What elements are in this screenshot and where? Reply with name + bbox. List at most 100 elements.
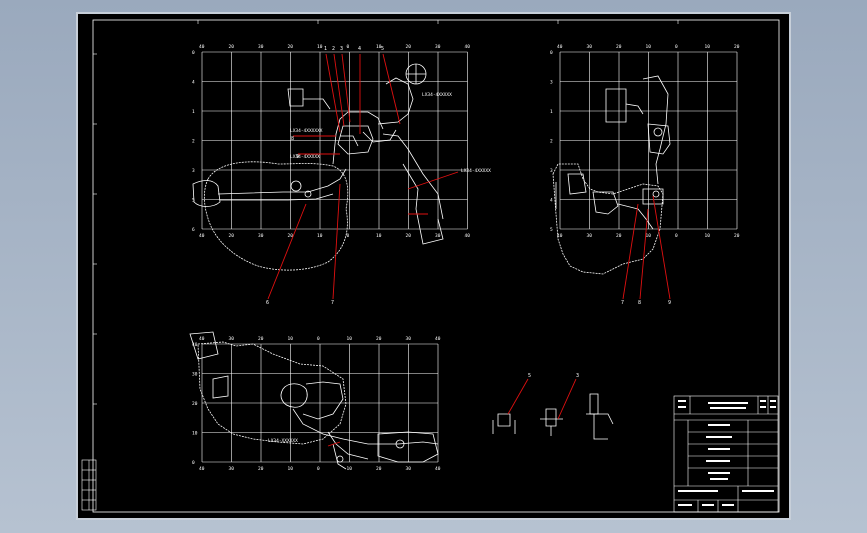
callout-side-8: 8 [638, 300, 641, 306]
revision-table [81, 459, 97, 511]
top-grid-x-label-bottom: 10 [376, 233, 382, 239]
detail-parts [492, 393, 614, 440]
side-grid-x-label: 0 [675, 44, 678, 50]
side-grid-y-label: 2 [550, 139, 553, 145]
callout-top-2: 2 [332, 46, 335, 52]
callout-top-9: 9 [296, 154, 299, 160]
top-grid-x-label-bottom: 0 [347, 233, 350, 239]
bottom-grid-x-label-bottom: 20 [376, 466, 382, 472]
bottom-grid-x-label: 0 [317, 336, 320, 342]
annotation-a4: LX34-4XXXXX [461, 168, 491, 174]
bottom-grid-x-label-bottom: 40 [435, 466, 441, 472]
side-grid-x-label-bottom: 30 [587, 233, 593, 239]
top-grid-x-label: 10 [317, 44, 323, 50]
annotation-a2: LX34-4XXXXXX [290, 128, 323, 134]
callout-detail-3: 3 [576, 373, 579, 379]
top-grid-x-label: 40 [465, 44, 471, 50]
bottom-view-outline [189, 331, 439, 470]
side-grid-x-label: 20 [616, 44, 622, 50]
top-grid-x-label-bottom: 20 [229, 233, 235, 239]
bottom-grid-x-label-bottom: 30 [406, 466, 412, 472]
top-grid-y-label: 1 [192, 109, 195, 115]
side-grid-y-label: 5 [550, 227, 553, 233]
bottom-grid-x-label-bottom: 10 [288, 466, 294, 472]
top-view-outline [192, 63, 444, 271]
top-grid-x-label: 40 [199, 44, 205, 50]
top-grid-x-label: 20 [288, 44, 294, 50]
bottom-grid-x-label: 10 [288, 336, 294, 342]
side-grid-x-label: 20 [734, 44, 740, 50]
bottom-grid-y-label: 40 [192, 342, 198, 348]
bottom-grid-x-label-bottom: 0 [317, 466, 320, 472]
title-block [673, 395, 779, 513]
bottom-grid-x-label: 10 [347, 336, 353, 342]
side-grid-x-label-bottom: 10 [705, 233, 711, 239]
side-grid-x-label: 10 [646, 44, 652, 50]
side-grid-y-label: 1 [550, 109, 553, 115]
callout-top-4: 4 [358, 46, 361, 52]
side-view-outline [552, 75, 671, 275]
top-grid-y-label: 3 [192, 168, 195, 174]
side-grid-y-label: 4 [550, 198, 553, 204]
leader-lines [267, 53, 671, 447]
bottom-grid-x-label: 40 [435, 336, 441, 342]
bottom-grid-x-label-bottom: 10 [347, 466, 353, 472]
top-grid-x-label: 20 [229, 44, 235, 50]
top-grid-x-label-bottom: 40 [199, 233, 205, 239]
top-view-grid: 4040202030302020101000101020203030404004… [192, 44, 470, 239]
top-grid-y-label: 5 [192, 198, 195, 204]
top-grid-x-label: 30 [435, 44, 441, 50]
side-grid-x-label: 10 [705, 44, 711, 50]
side-grid-x-label: 40 [557, 44, 563, 50]
top-grid-y-label: 4 [192, 80, 195, 86]
annotation-a3: LX34-4XXXXX [290, 154, 320, 160]
bottom-grid-x-label-bottom: 30 [229, 466, 235, 472]
callout-top-1: 1 [324, 46, 327, 52]
side-grid-y-label: 3 [550, 168, 553, 174]
bottom-grid-x-label: 20 [376, 336, 382, 342]
bottom-grid-x-label: 40 [199, 336, 205, 342]
callout-top-7: 7 [331, 300, 334, 306]
annotation-a5: LX34-XXXXXX [268, 438, 298, 444]
bottom-grid-x-label: 20 [258, 336, 264, 342]
bottom-grid-x-label-bottom: 20 [258, 466, 264, 472]
top-grid-x-label: 20 [406, 44, 412, 50]
callout-top-8: 8 [291, 136, 294, 142]
callout-detail-5: 5 [528, 373, 531, 379]
top-grid-x-label: 0 [347, 44, 350, 50]
bottom-grid-x-label: 30 [229, 336, 235, 342]
side-grid-y-label: 0 [550, 50, 553, 56]
cad-drawing: 4040202030302020101000101020203030404004… [81, 19, 780, 513]
side-grid-x-label-bottom: 20 [734, 233, 740, 239]
side-grid-x-label-bottom: 20 [616, 233, 622, 239]
side-grid-x-label-bottom: 40 [557, 233, 563, 239]
top-grid-x-label-bottom: 30 [258, 233, 264, 239]
inner-border [92, 19, 780, 513]
callout-top-3: 3 [340, 46, 343, 52]
callout-side-9: 9 [668, 300, 671, 306]
callout-side-7: 7 [621, 300, 624, 306]
top-grid-x-label-bottom: 40 [465, 233, 471, 239]
side-grid-x-label-bottom: 0 [675, 233, 678, 239]
top-grid-y-label: 0 [192, 50, 195, 56]
bottom-grid-y-label: 30 [192, 372, 198, 378]
top-grid-y-label: 6 [192, 227, 195, 233]
top-grid-x-label-bottom: 10 [317, 233, 323, 239]
bottom-grid-y-label: 0 [192, 460, 195, 466]
title-block-scribble [678, 400, 776, 506]
callout-top-6: 6 [266, 300, 269, 306]
top-grid-x-label: 10 [376, 44, 382, 50]
annotation-a1: LX34-4XXXXX [422, 92, 452, 98]
callout-top-5: 5 [381, 46, 384, 52]
bottom-grid-x-label: 30 [406, 336, 412, 342]
bottom-view-grid: 4040303020201010001010202030304040403020… [192, 336, 441, 472]
top-grid-x-label: 30 [258, 44, 264, 50]
annotation-labels: LX34-4XXXXX LX34-4XXXXXX LX34-4XXXXX LX3… [268, 92, 491, 444]
top-grid-x-label-bottom: 20 [406, 233, 412, 239]
bottom-grid-y-label: 20 [192, 401, 198, 407]
side-grid-x-label: 30 [587, 44, 593, 50]
top-grid-y-label: 2 [192, 139, 195, 145]
